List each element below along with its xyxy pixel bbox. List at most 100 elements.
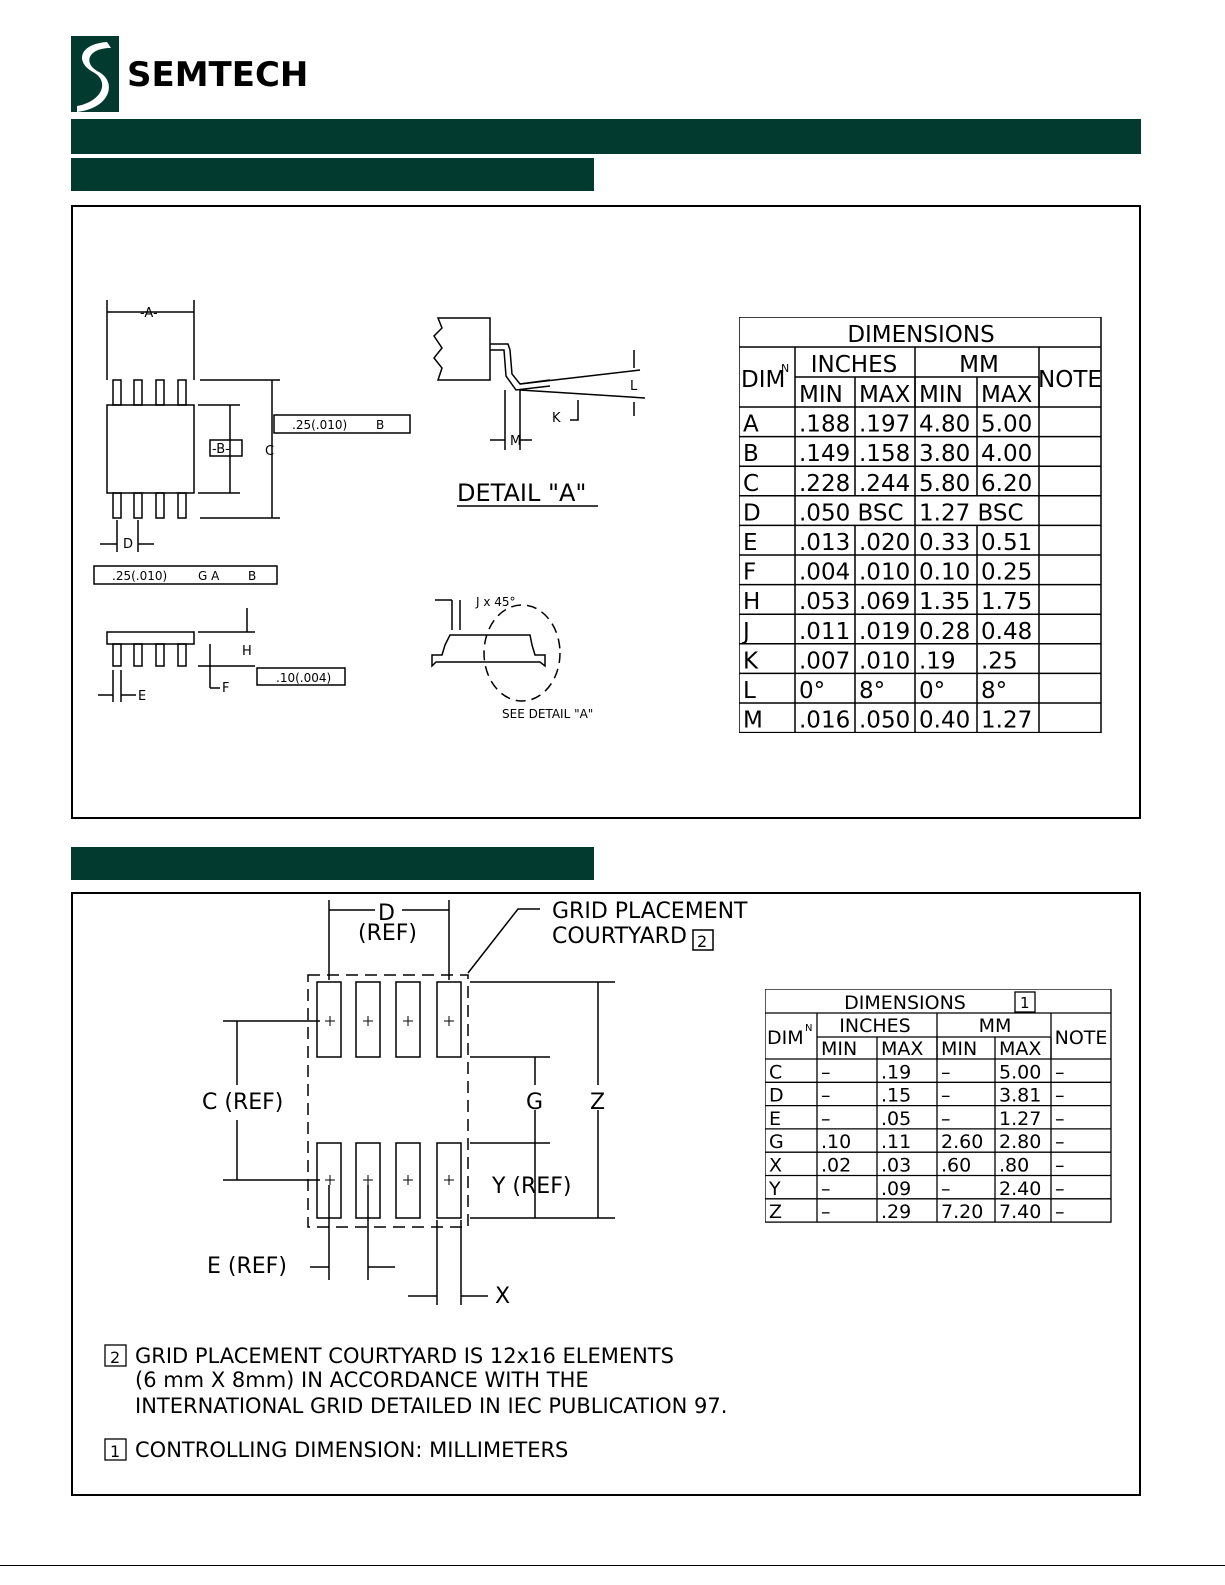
table-cell: – [941,1178,951,1200]
table-col-header: MAX [859,382,911,408]
table-cell: X [769,1155,782,1177]
table-cell: .011 [799,619,850,645]
table-cell: 1.27 [981,708,1032,733]
table-cell: .188 [799,412,850,438]
table-cell: .09 [881,1178,911,1200]
table-cell: .228 [799,471,850,497]
table-cell: .069 [859,589,910,615]
table-cell: 3.80 [919,441,970,467]
table-cell: .60 [941,1155,971,1177]
table-cell: 0.33 [919,530,970,556]
table-cell: H [743,589,760,615]
table-cell: – [1055,1108,1065,1130]
table-cell: 8° [859,678,885,704]
lp-label-d: D [378,901,395,926]
table-cell: – [941,1108,951,1130]
lp-grid-placement: GRID PLACEMENT [552,899,748,924]
table1-unit-mm: MM [959,352,999,378]
table-cell: – [1055,1155,1065,1177]
table-cell: Z [769,1201,782,1223]
table-cell: .25 [981,648,1018,674]
table-cell: – [821,1061,831,1083]
table-cell: .053 [799,589,850,615]
detail-a-title: DETAIL "A" [457,479,586,507]
table-cell: 4.80 [919,412,970,438]
table-cell: 6.20 [981,471,1032,497]
table-cell: .013 [799,530,850,556]
table-cell: .050 BSC [799,500,904,526]
table2-unit-mm: MM [979,1015,1012,1037]
package-outline-drawing: -A- -B- C D .25(.010) B .25(.010) G A B … [93,300,646,721]
section-bar-outline [71,158,594,191]
table-cell: D [743,500,761,526]
fcf-bottom: .25(.010) [112,569,167,583]
table-cell: 5.00 [999,1061,1041,1083]
table-cell: .10 [821,1131,851,1153]
table-cell: .11 [881,1131,911,1153]
table-cell: .80 [999,1155,1029,1177]
table-cell: – [1055,1201,1065,1223]
table-cell: – [821,1085,831,1107]
table2-note-header: NOTE [1055,1027,1108,1049]
table-col-header: MAX [881,1038,923,1060]
table-cell: .019 [859,619,910,645]
land-pads [316,981,462,1219]
lp-label-e-ref: E (REF) [207,1254,287,1279]
table-cell: 1.27 BSC [919,500,1024,526]
note-1-line: CONTROLLING DIMENSION: MILLIMETERS [135,1438,568,1462]
footer-rule [0,1565,1225,1566]
table-cell: A [743,412,759,438]
table-cell: – [821,1201,831,1223]
table-cell: 1.75 [981,589,1032,615]
note-1-mark: 1 [110,1442,120,1461]
table-cell: .158 [859,441,910,467]
table-cell: 3.81 [999,1085,1041,1107]
table-cell: – [1055,1178,1065,1200]
label-dim-b: -B- [212,442,230,457]
table2-note-mark: 1 [1020,994,1030,1012]
table1-note-header: NOTE [1038,367,1102,393]
label-d: D [123,537,133,552]
table-cell: 0.10 [919,560,970,586]
table2-dim-header: DIM [767,1027,804,1049]
land-pattern-frame [71,892,1141,1496]
lp-label-c-ref: C (REF) [202,1090,283,1115]
table-cell: 2.40 [999,1178,1041,1200]
brand-name: SEMTECH [127,55,308,95]
lp-label-g: G [526,1090,543,1115]
lp-label-x: X [495,1284,510,1309]
semtech-logo: SEMTECH [71,36,431,114]
table1-dim-sup: N [781,362,789,375]
table-cell: – [941,1085,951,1107]
table-cell: E [743,530,758,556]
table-cell: .03 [881,1155,911,1177]
label-c: C [265,444,274,459]
lp-courtyard-note-mark: 2 [697,932,707,951]
table2-unit-inches: INCHES [839,1015,910,1037]
land-pattern-notes: 2 GRID PLACEMENT COURTYARD IS 12x16 ELEM… [104,1344,727,1462]
table-col-header: MIN [941,1038,977,1060]
label-k: K [552,411,561,426]
table-cell: 5.00 [981,412,1032,438]
table1-dim-header: DIM [741,367,785,393]
table2-title: DIMENSIONS [844,992,966,1014]
label-h: H [242,644,252,659]
label-dim-a: -A- [140,306,158,321]
label-f: F [222,681,229,696]
table-cell: E [769,1108,781,1130]
lp-label-z: Z [590,1090,605,1115]
table-cell: K [743,648,759,674]
table-cell: B [743,441,759,467]
lp-label-y-ref: Y (REF) [491,1174,571,1199]
table-col-header: MIN [799,382,843,408]
table-cell: 2.80 [999,1131,1041,1153]
table-cell: 0.51 [981,530,1032,556]
table-cell: – [1055,1085,1065,1107]
table-cell: 8° [981,678,1007,704]
outline-frame [71,205,1141,819]
lp-courtyard: COURTYARD [552,924,687,949]
table-cell: 2.60 [941,1131,983,1153]
table-cell: .010 [859,648,910,674]
table-cell: 7.20 [941,1201,983,1223]
table-cell: Y [768,1178,781,1200]
